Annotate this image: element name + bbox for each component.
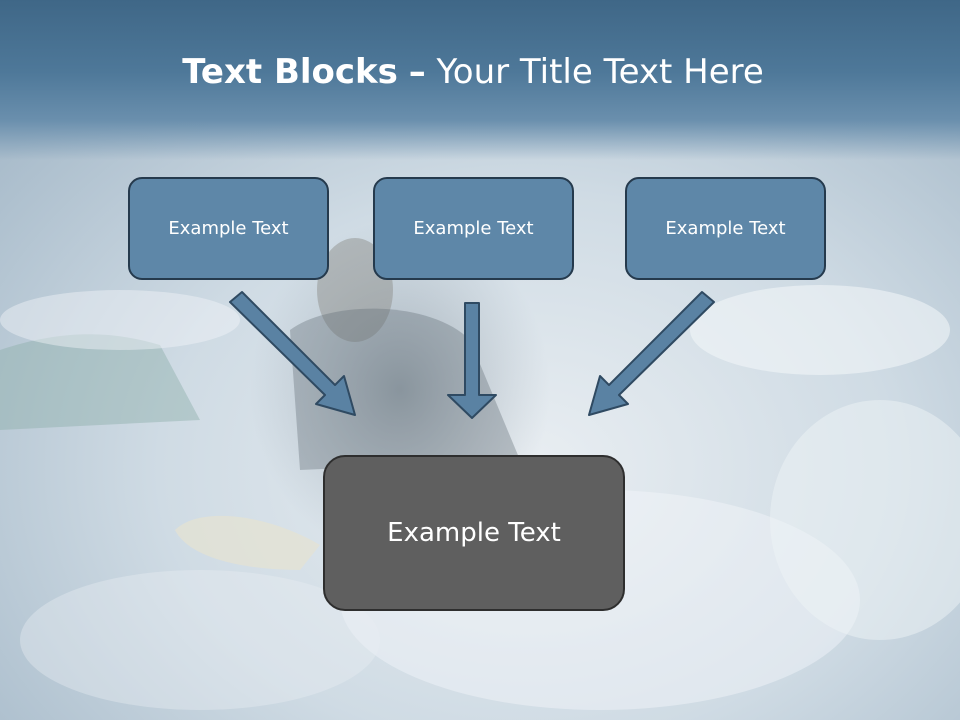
arrow-right-icon	[588, 291, 715, 416]
arrow-left-icon	[229, 291, 356, 416]
title-rest-part: Your Title Text Here	[436, 52, 764, 92]
text-block-2[interactable]: Example Text	[373, 177, 574, 280]
text-block-3[interactable]: Example Text	[625, 177, 826, 280]
text-block-2-label: Example Text	[413, 218, 534, 239]
text-block-3-label: Example Text	[665, 218, 786, 239]
text-block-1-label: Example Text	[168, 218, 289, 239]
text-block-1[interactable]: Example Text	[128, 177, 329, 280]
title-bold-part: Text Blocks	[182, 52, 398, 92]
slide-title: Text Blocks – Your Title Text Here	[0, 52, 946, 92]
header-band	[0, 0, 960, 160]
arrow-down-icon	[447, 302, 497, 419]
title-dash: –	[408, 52, 426, 92]
main-text-block[interactable]: Example Text	[323, 455, 625, 611]
main-text-block-label: Example Text	[387, 518, 561, 548]
